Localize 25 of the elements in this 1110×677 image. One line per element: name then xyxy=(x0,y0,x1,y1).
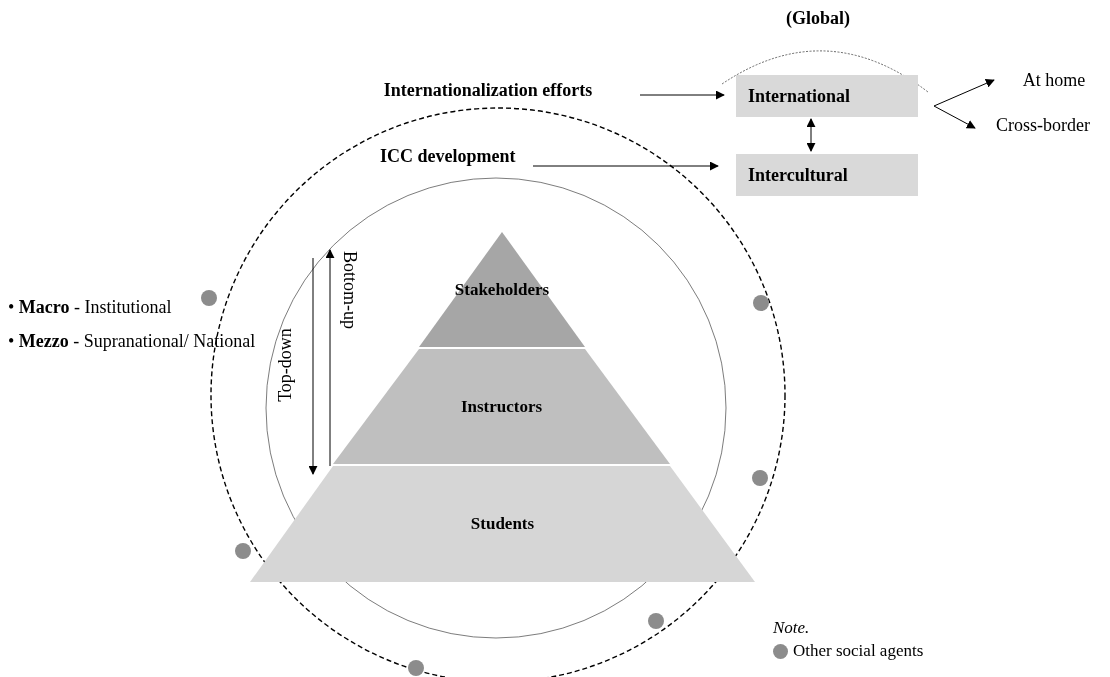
category-box xyxy=(736,154,918,196)
arrow xyxy=(532,161,719,171)
node-text: Cross-border xyxy=(996,114,1090,136)
tier-label: Intercultural xyxy=(748,164,848,186)
legend-text: Other social agents xyxy=(793,641,924,661)
arrow xyxy=(806,118,816,152)
text-label: (Global) xyxy=(786,8,850,29)
node-text: At home xyxy=(1022,69,1086,91)
tier-label: International xyxy=(748,85,850,107)
direction-label: Top-down xyxy=(274,328,296,402)
node-text: Internationalization efforts xyxy=(383,79,593,101)
text-label: • Mezzo - Supranational/ National xyxy=(8,330,257,353)
text-label: Note. xyxy=(773,618,810,638)
tier-label: Students xyxy=(470,513,535,534)
arrow xyxy=(639,90,725,100)
arrow xyxy=(933,105,976,129)
tier-label: Stakeholders xyxy=(454,280,550,300)
direction-label: Bottom-up xyxy=(338,251,360,329)
pyramid-tier xyxy=(250,465,755,582)
category-box xyxy=(736,75,918,117)
pyramid-tier xyxy=(333,348,670,465)
arrow xyxy=(933,79,995,107)
text-label: • Macro - Institutional xyxy=(8,297,172,318)
node-text: ICC development xyxy=(380,145,516,167)
tier-label: Instructors xyxy=(460,396,543,417)
